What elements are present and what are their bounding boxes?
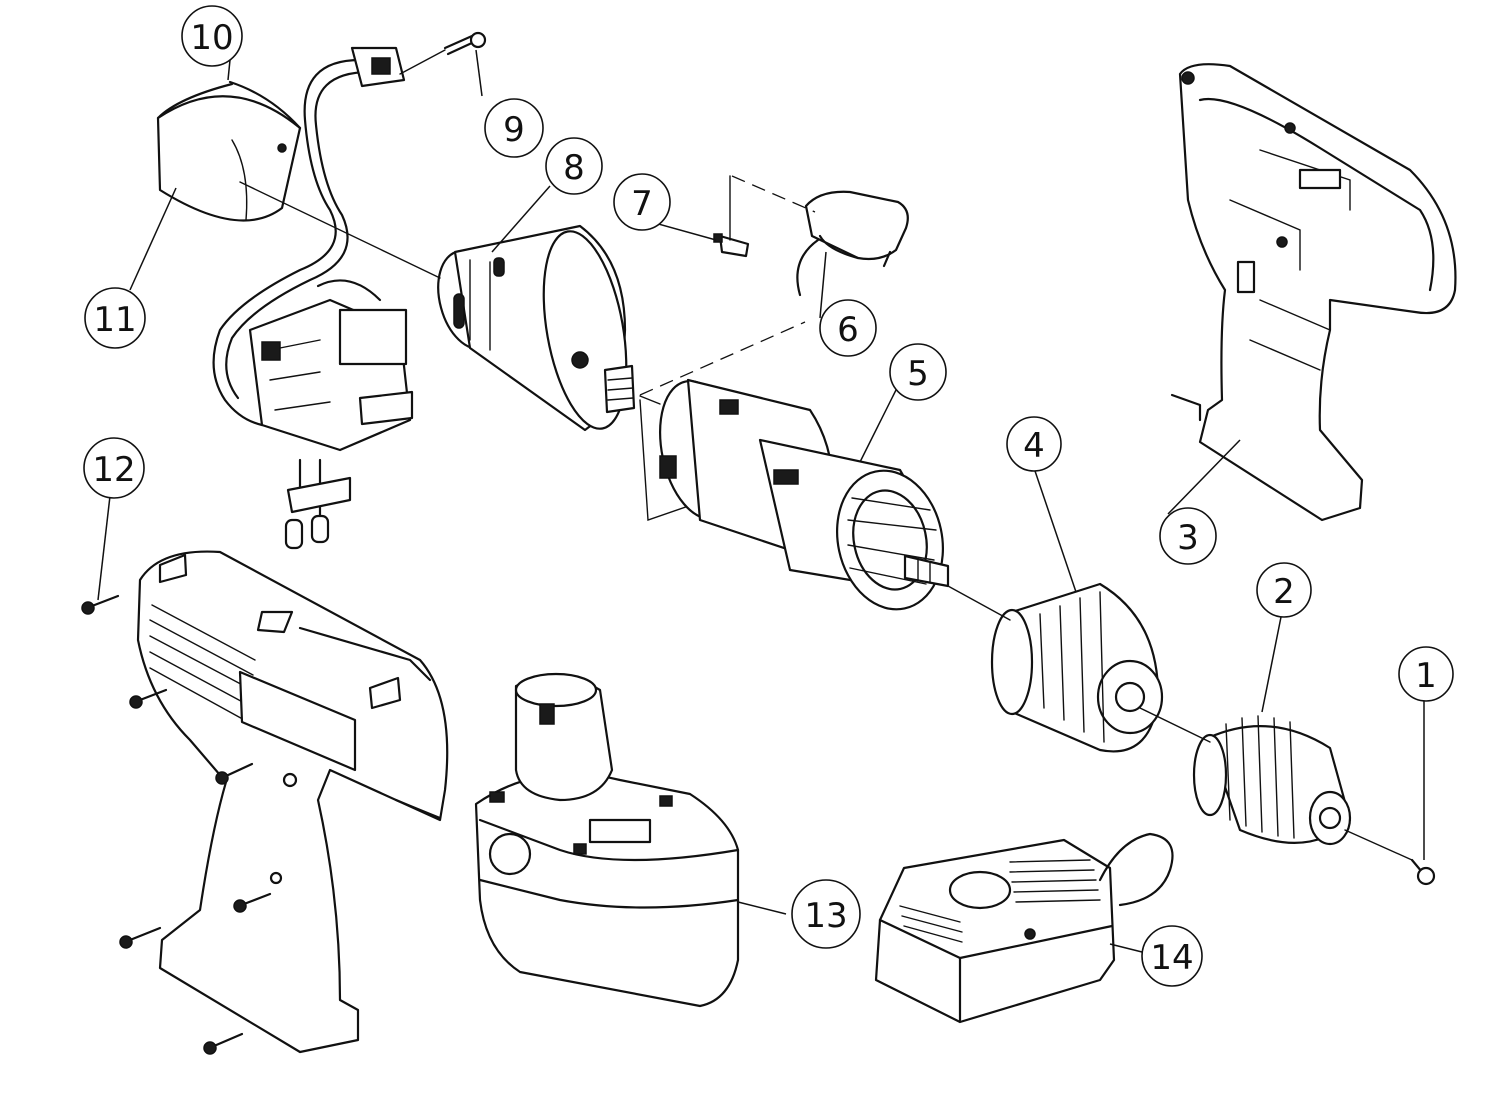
axis-line-chuck-keyless [1139, 707, 1211, 743]
keyless-chuck [1192, 715, 1352, 846]
callout-number: 8 [563, 148, 585, 188]
callout-1: 1 [1398, 646, 1454, 702]
callout-10: 10 [181, 5, 243, 67]
trigger-switch [248, 279, 414, 550]
callout-number: 5 [907, 354, 929, 394]
gearbox [658, 378, 950, 611]
left-housing-half [136, 550, 449, 1054]
motor [437, 224, 636, 432]
screw-1 [1410, 858, 1436, 886]
callout-number: 9 [503, 110, 525, 150]
callout-2: 2 [1256, 562, 1312, 618]
callout-number: 2 [1273, 572, 1295, 612]
wire-harness [212, 46, 406, 427]
callout-6: 6 [819, 299, 877, 357]
chuck-sleeve [990, 582, 1164, 753]
callout-number: 14 [1150, 938, 1193, 978]
callout-12: 12 [83, 437, 145, 499]
clip-7 [713, 233, 750, 258]
screw-9 [443, 31, 487, 56]
housing-screws [81, 594, 272, 1055]
callout-number: 13 [804, 896, 847, 936]
leader-lines [97, 39, 1425, 953]
callout-8: 8 [545, 137, 603, 195]
callout-5: 5 [889, 343, 947, 401]
callout-7: 7 [613, 173, 671, 231]
callout-number: 11 [93, 300, 136, 340]
callout-number: 3 [1177, 518, 1199, 558]
battery-pack [474, 672, 740, 1008]
axis-line-motor-gearbox [639, 395, 661, 405]
callout-number: 10 [190, 18, 233, 58]
callout-11: 11 [84, 287, 146, 349]
callout-4: 4 [1006, 416, 1062, 472]
callout-3: 3 [1159, 507, 1217, 565]
battery-charger [874, 832, 1174, 1024]
switch-cover [796, 190, 909, 297]
axis-line-sleeve-motor [239, 181, 441, 279]
callout-9: 9 [484, 98, 544, 158]
dashed-guide-7 [639, 321, 806, 396]
callout-number: 4 [1023, 426, 1045, 466]
axis-line-gearbox-chuck [947, 585, 1011, 621]
battery-terminal-sleeve [156, 80, 302, 222]
callout-number: 6 [837, 310, 859, 350]
callout-number: 7 [631, 184, 653, 224]
callout-number: 12 [92, 450, 135, 490]
axis-line-screw9 [399, 49, 446, 75]
callout-14: 14 [1141, 925, 1203, 987]
dashed-guide-6 [731, 175, 816, 213]
right-housing-half [1170, 63, 1457, 522]
callout-13: 13 [791, 879, 861, 949]
axis-line-keyless-screw [1344, 829, 1413, 861]
callout-number: 1 [1415, 656, 1437, 696]
